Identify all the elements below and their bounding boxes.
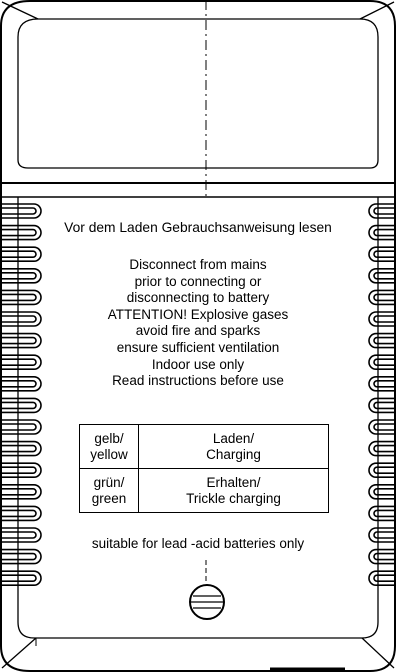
grip-ridge — [2, 332, 42, 349]
safety-line: ATTENTION! Explosive gases — [107, 306, 289, 322]
grip-ridge — [2, 376, 42, 392]
charge-mode-cell: Erhalten/ Trickle charging — [138, 468, 329, 513]
grip-ridge — [368, 484, 394, 500]
grip-ridge — [2, 419, 42, 435]
grip-ridge — [2, 484, 42, 500]
safety-line: Disconnect from mains — [129, 257, 267, 272]
left-side-grip-ridges — [2, 203, 42, 586]
grip-ridge — [368, 570, 394, 586]
grip-ridge — [368, 440, 394, 457]
led-color-cell: gelb/ yellow — [79, 424, 139, 469]
right-side-grip-ridges — [368, 203, 394, 586]
grip-ridge — [2, 224, 42, 241]
safety-line: Read instructions before use — [112, 373, 284, 389]
grip-ridge — [2, 289, 42, 306]
screw-hole-icon — [189, 584, 225, 620]
grip-ridge — [368, 462, 394, 478]
grip-ridge — [2, 203, 42, 219]
grip-ridge — [2, 354, 42, 370]
grip-ridge — [368, 548, 394, 565]
safety-instructions: Disconnect from mains prior to connectin… — [0, 257, 396, 390]
safety-line: ensure sufficient ventilation — [116, 339, 280, 355]
grip-ridge — [2, 548, 42, 565]
safety-line: Indoor use only — [151, 356, 245, 372]
led-color-cell: grün/ green — [79, 468, 139, 513]
grip-ridge — [368, 311, 394, 327]
grip-ridge — [2, 246, 42, 262]
safety-line: prior to connecting or — [134, 273, 262, 289]
grip-ridge — [368, 527, 394, 543]
grip-ridge — [368, 505, 394, 522]
battery-compatibility-note: suitable for lead -acid batteries only — [91, 536, 305, 551]
grip-ridge — [368, 397, 394, 414]
grip-ridge — [2, 505, 42, 522]
safety-line: avoid fire and sparks — [135, 323, 261, 339]
grip-ridge — [368, 224, 394, 241]
grip-ridge — [2, 527, 42, 543]
bottom-panel — [17, 197, 379, 639]
safety-line: disconnecting to battery — [126, 290, 270, 306]
grip-ridge — [368, 419, 394, 435]
table-row: gelb/ yellow Laden/ Charging — [79, 424, 329, 469]
grip-ridge — [2, 570, 42, 586]
led-status-table: gelb/ yellow Laden/ Charging grün/ green… — [79, 424, 329, 513]
grip-ridge — [368, 354, 394, 370]
grip-ridge — [368, 376, 394, 392]
grip-ridge — [368, 289, 394, 306]
grip-ridge — [368, 203, 394, 219]
table-row: grün/ green Erhalten/ Trickle charging — [79, 468, 329, 513]
top-panel — [17, 18, 379, 169]
grip-ridge — [368, 332, 394, 349]
grip-ridge — [368, 268, 394, 284]
grip-ridge — [2, 462, 42, 478]
charge-mode-cell: Laden/ Charging — [138, 424, 329, 469]
charging-warning-german: Vor dem Laden Gebrauchsanweisung lesen — [64, 220, 332, 235]
grip-ridge — [2, 268, 42, 284]
grip-ridge — [2, 397, 42, 414]
grip-ridge — [2, 440, 42, 457]
grip-ridge — [2, 311, 42, 327]
grip-ridge — [368, 246, 394, 262]
